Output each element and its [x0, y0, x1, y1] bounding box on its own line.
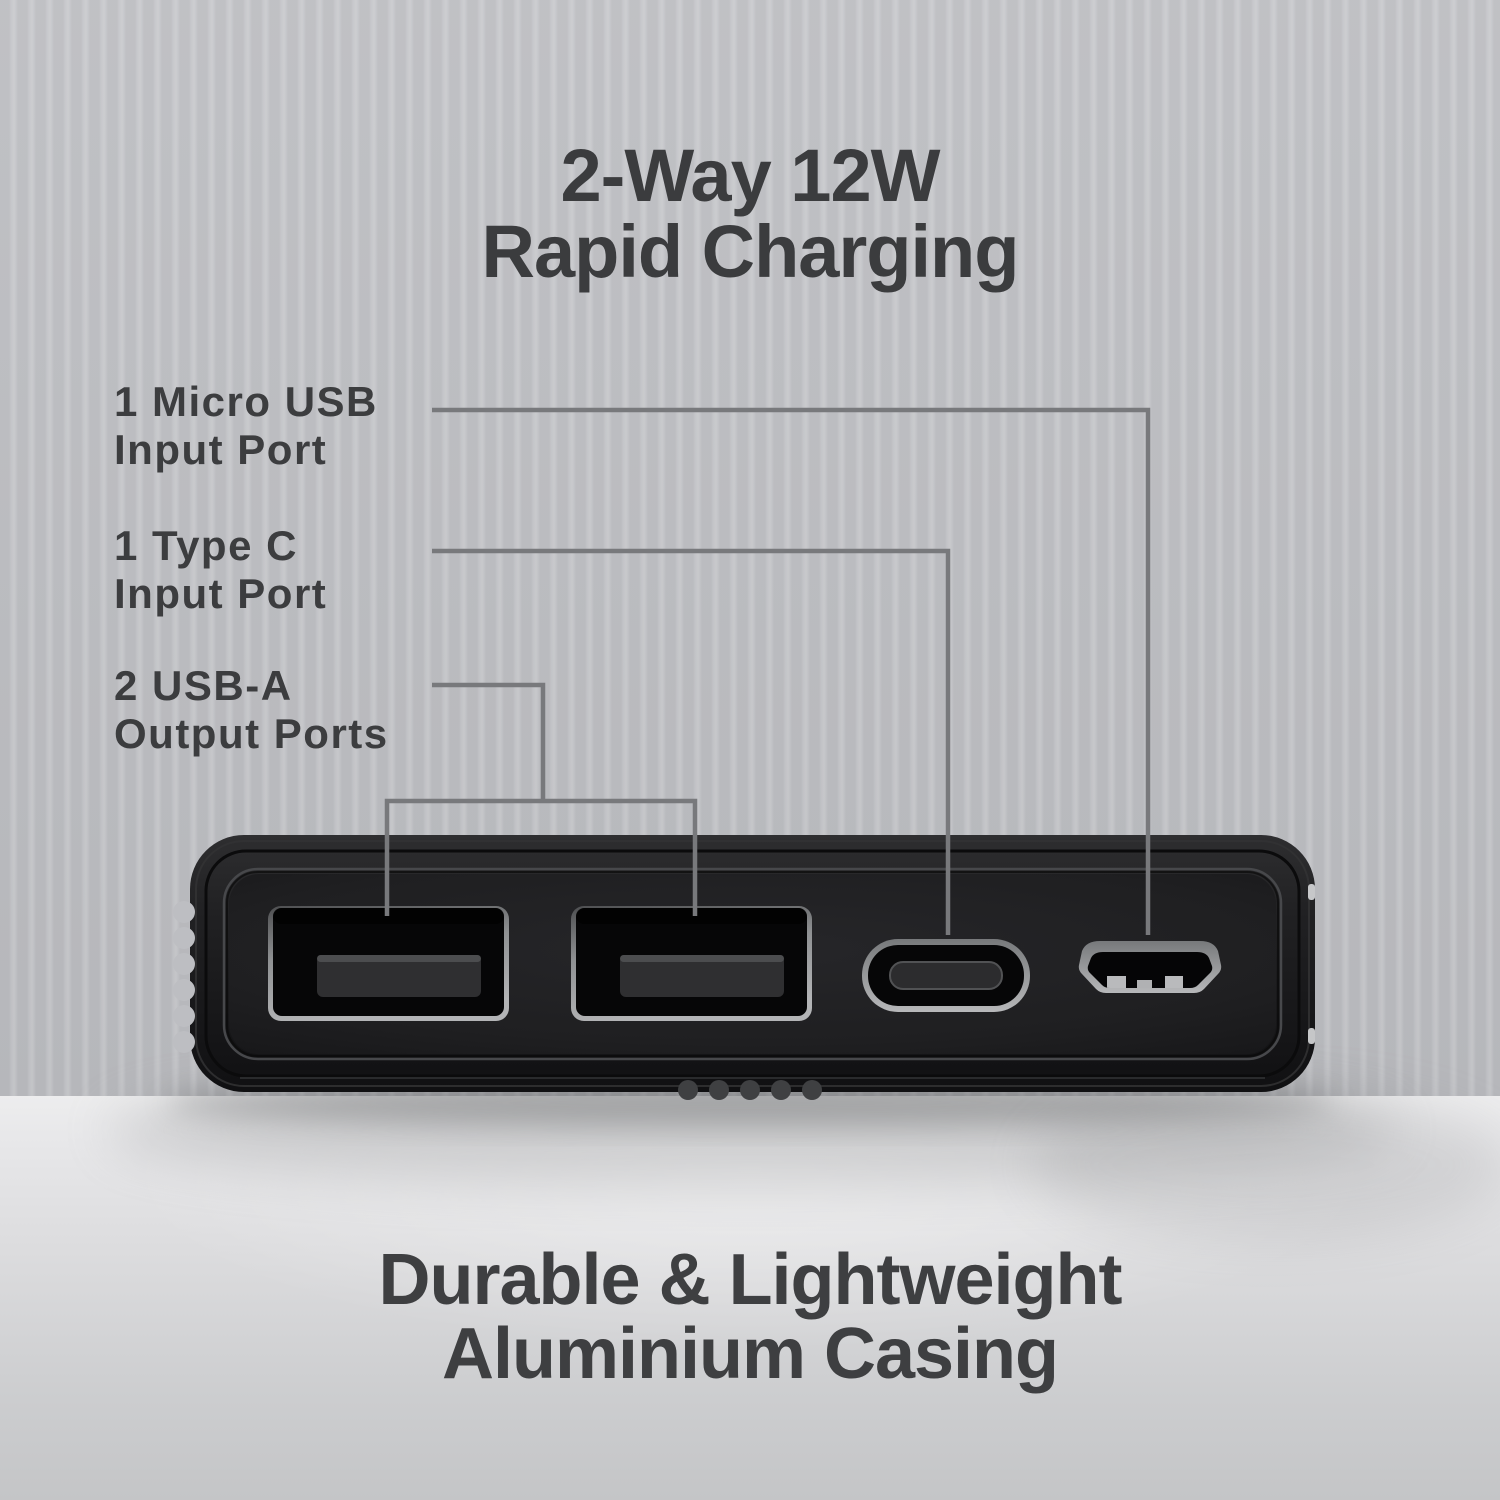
right-edge-notch-top: [1308, 884, 1315, 900]
edge-seam: [204, 849, 1301, 1078]
footer-line-2: Aluminium Casing: [441, 1314, 1059, 1394]
callout-label-type-c-line2: Input Port: [114, 570, 328, 617]
callout-line-usb-a-stem: [432, 682, 546, 801]
usb-a-2-tongue: [620, 955, 784, 997]
title-line-2: Rapid Charging: [481, 210, 1020, 293]
footer-caption: Durable & Lightweight Aluminium Casing: [0, 1243, 1500, 1391]
callout-label-micro-usb-line1: 1 Micro USB: [114, 378, 378, 425]
callout-line-micro-usb: [432, 407, 1151, 935]
callout-line-type-c: [432, 548, 951, 935]
footer-line-1: Durable & Lightweight: [378, 1240, 1123, 1320]
callout-label-micro-usb-line2: Input Port: [114, 426, 328, 473]
callout-label-usb-a-line1: 2 USB-A: [114, 662, 293, 709]
type-c-tongue: [889, 961, 1003, 990]
type-c-port: [862, 939, 1030, 1012]
face-groove-line: [222, 867, 1283, 1061]
callout-lines: [384, 407, 1151, 935]
right-edge-notch-bottom: [1308, 1028, 1315, 1044]
callout-label-type-c-line1: 1 Type C: [114, 522, 298, 569]
page-title: 2-Way 12W Rapid Charging: [0, 138, 1500, 290]
device-floor-shadow: [107, 1074, 1500, 1240]
callout-label-usb-a: 2 USB-A Output Ports: [114, 662, 389, 758]
callout-line-usb-a-bracket: [384, 798, 698, 916]
callout-label-micro-usb: 1 Micro USB Input Port: [114, 378, 378, 474]
face-groove-shadow: [226, 871, 1279, 1057]
micro-usb-contact-pins: [1107, 976, 1183, 988]
power-bank-device: [173, 835, 1315, 1100]
title-line-1: 2-Way 12W: [560, 134, 941, 217]
usb-a-1-tongue: [317, 955, 481, 997]
callout-label-type-c: 1 Type C Input Port: [114, 522, 327, 618]
led-indicator-bumps: [678, 1080, 822, 1100]
callout-label-usb-a-line2: Output Ports: [114, 710, 389, 757]
usb-a-port-2: [571, 906, 812, 1021]
left-grip-scallops: [173, 901, 195, 1053]
micro-usb-port: [1078, 941, 1222, 993]
usb-a-port-1: [268, 906, 509, 1021]
